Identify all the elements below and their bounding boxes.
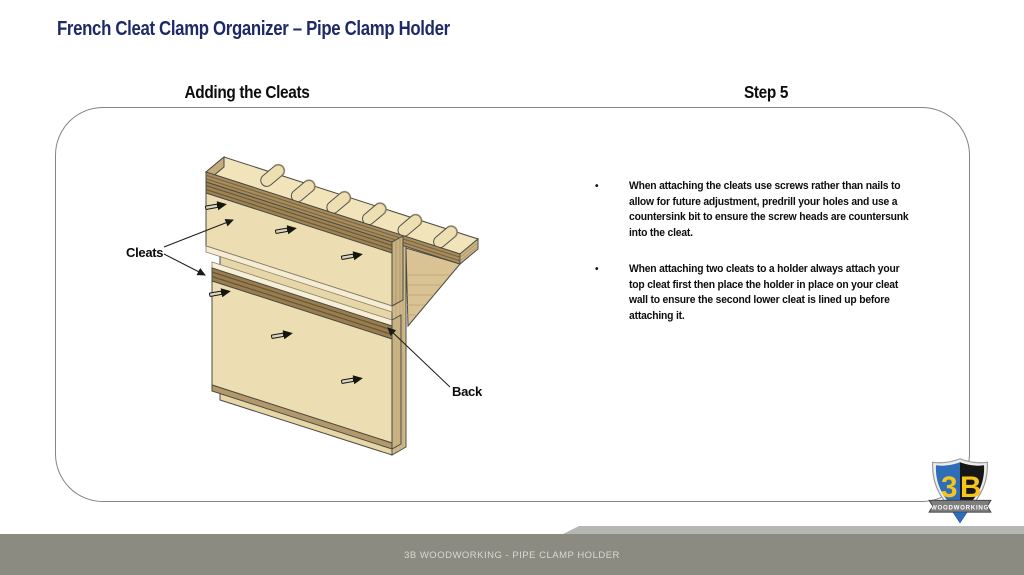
footer-accent-strip (563, 526, 1024, 534)
step-heading: Step 5 (743, 82, 789, 102)
top-cleat (204, 181, 404, 313)
rack-notches (260, 163, 459, 249)
bullet-list: • When attaching the cleats use screws r… (585, 179, 937, 324)
list-item: • When attaching two cleats to a holder … (585, 262, 937, 324)
leader-line (163, 253, 206, 276)
back-label: Back (452, 384, 483, 399)
logo-ribbon (928, 499, 992, 513)
back-callout: Back (387, 327, 483, 399)
cleats-callout: Cleats (126, 219, 234, 276)
footer-text: 3B WOODWORKING - PIPE CLAMP HOLDER (404, 550, 620, 561)
page-title: French Cleat Clamp Organizer – Pipe Clam… (57, 18, 450, 40)
bullet-marker: • (595, 181, 599, 192)
cleats-label: Cleats (126, 245, 163, 260)
cleat-assembly-diagram: Cleats Back (126, 155, 483, 456)
leader-line (163, 219, 234, 248)
section-heading: Adding the Cleats (184, 82, 310, 102)
support-gusset (405, 247, 461, 328)
logo-monogram-left: 3 (941, 471, 958, 504)
logo-banner-text: WOODWORKING (931, 504, 989, 511)
list-item: • When attaching the cleats use screws r… (585, 179, 937, 241)
leader-line (387, 327, 451, 388)
bullet-marker: • (595, 264, 599, 275)
bullet-text: When attaching the cleats use screws rat… (629, 180, 909, 239)
bullet-text: When attaching two cleats to a holder al… (629, 263, 900, 322)
footer-bar: 3B WOODWORKING - PIPE CLAMP HOLDER (0, 534, 1024, 575)
logo-point (952, 511, 968, 524)
brand-shield-icon: 3 B WOODWORKING (928, 458, 992, 524)
bottom-cleat (208, 261, 402, 450)
logo-monogram-right: B (960, 471, 981, 504)
